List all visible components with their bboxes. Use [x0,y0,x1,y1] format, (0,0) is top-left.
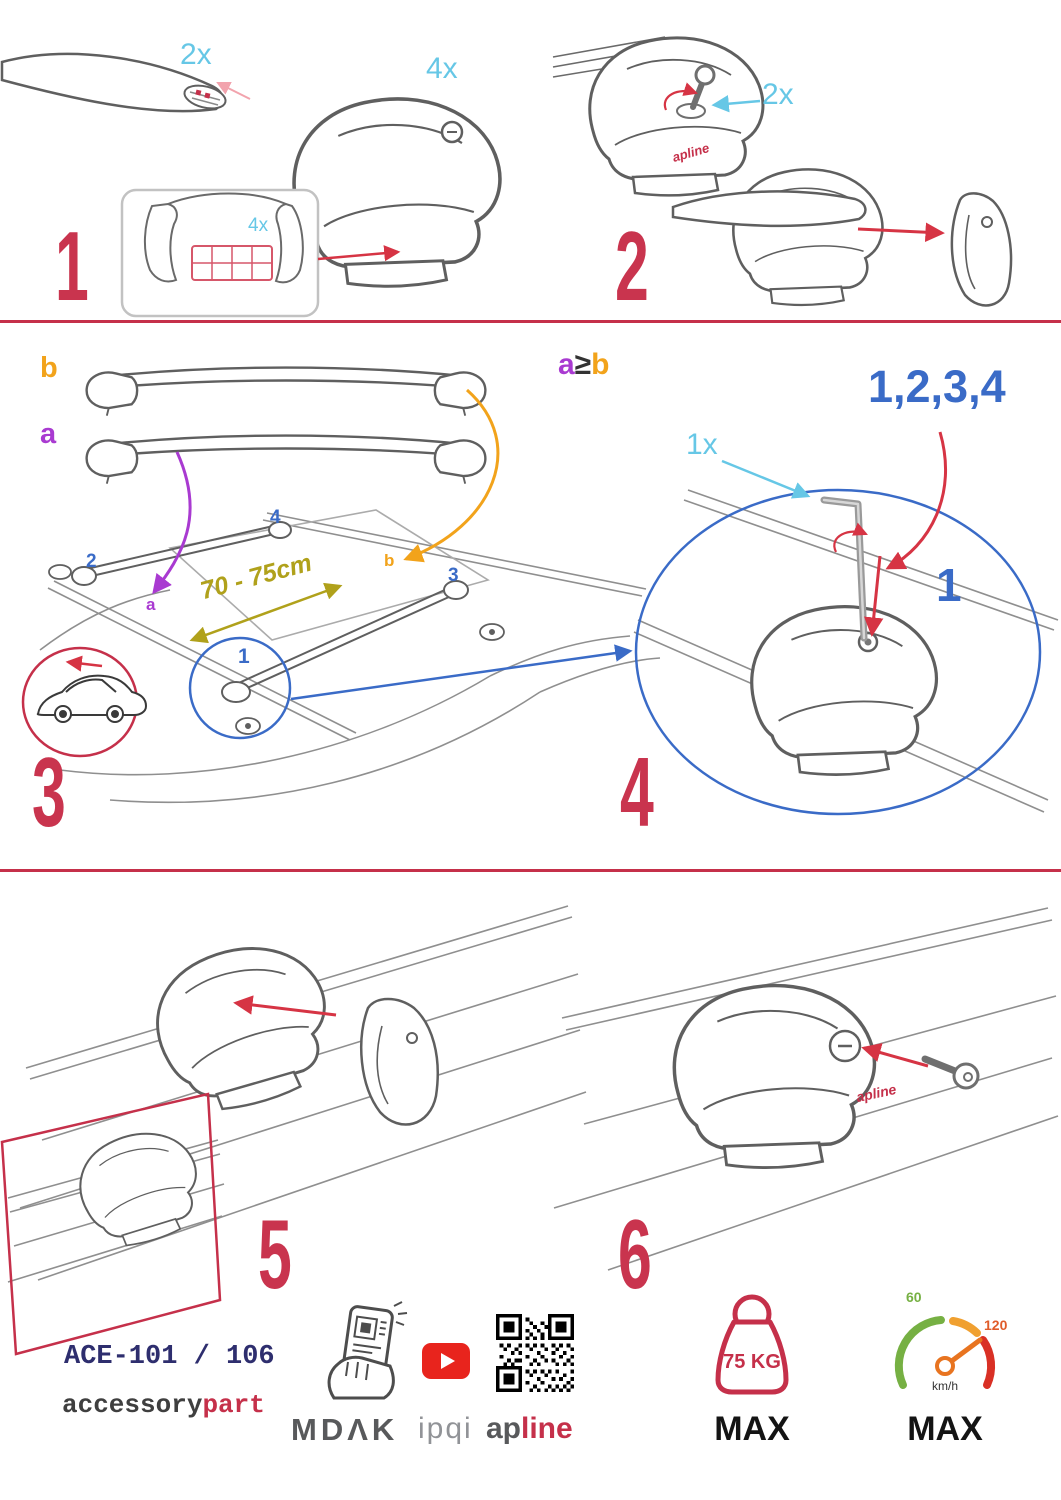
step1-foot-qty: 4x [426,52,458,85]
rule-a: a [558,348,575,381]
crossbar-a-drawing [85,434,487,485]
step1-parts-drawing [0,52,502,318]
speed-unit-label: km/h [931,1379,958,1393]
step2-lock-drawing [552,36,1013,307]
rubber-pad-inset-box [120,188,320,318]
step4-sequence-label: 1,2,3,4 [868,361,1006,412]
step6-lock-with-key-drawing [553,907,1059,1271]
weight-limit-label: 75 KG [723,1351,781,1373]
step3-pos-a: a [146,595,156,614]
step4-rule-label: a≥b [558,350,609,380]
car-direction-inset [21,646,148,758]
speed-high-label: 120 [984,1317,1008,1333]
brand-part: part [202,1390,265,1420]
rail-claw-drawing [360,997,439,1126]
foot-with-key-drawing [552,36,765,197]
step4-tool-qty: 1x [686,428,718,461]
step3-bar-b-label: b [40,352,58,384]
apline-ap: ap [486,1412,522,1445]
weight-max-label: MAX [714,1410,790,1448]
speed-low-label: 60 [906,1289,922,1305]
step1-pad-qty: 4x [248,215,269,236]
section-divider-2 [0,869,1061,872]
cert-logo: ipqi [418,1412,473,1445]
step2-key-qty: 2x [762,78,794,111]
step4-number: 4 [620,737,654,847]
youtube-icon [422,1343,470,1379]
foot-clamp-drawing [672,983,877,1170]
foot-clamp-drawing [141,930,346,1124]
bar-endcap-assembly-drawing [671,168,1013,307]
phone-qr-scan-icon [327,1301,408,1400]
car-roof-perspective-drawing [39,509,661,804]
speed-max-label: MAX [907,1410,983,1448]
step3-pos-2: 2 [86,551,97,572]
crossbar-b-drawing [85,366,487,417]
qr-code-icon [496,1314,574,1392]
step1-number: 1 [55,211,89,321]
brand-wordmark: accessorypart [62,1392,265,1418]
model-number: ACE-101 / 106 [64,1342,275,1372]
step3-roof-layout-drawing [21,366,661,804]
foot-clamp-drawing [750,605,939,777]
step3-pos-1: 1 [238,645,250,668]
lock-cylinder-icon [828,1029,862,1063]
step1-bar-qty: 2x [180,38,212,71]
step4-tighten-drawing [633,489,1059,813]
step4-pos-1: 1 [936,559,962,611]
step5-number: 5 [258,1199,292,1309]
apline-logo: apline [486,1414,573,1444]
max-weight-icon [715,1294,789,1395]
step6-number: 6 [618,1199,652,1309]
rule-op: ≥ [574,348,592,381]
security-key-icon [921,1055,980,1090]
speedometer-icon [894,1316,996,1389]
hand-icon [327,1355,395,1400]
endcap-cover-drawing [950,192,1013,307]
brand-accessory: accessory [62,1390,203,1420]
car-icon [36,674,148,723]
foot-clamp-drawing [292,97,502,288]
step3-pos-3: 3 [448,565,459,586]
step3-number: 3 [32,737,66,847]
apline-line: line [521,1412,573,1445]
rule-b: b [591,348,610,381]
section-divider-1 [0,320,1061,323]
step3-pos-4: 4 [270,507,281,528]
step5-slide-on-rail-drawing [7,905,587,1283]
step3-pos-b: b [384,551,395,570]
step2-number: 2 [615,211,649,321]
step3-bar-a-label: a [40,418,57,450]
crossbar-end-drawing [0,52,227,113]
app-logo: MDΛK [291,1412,399,1447]
